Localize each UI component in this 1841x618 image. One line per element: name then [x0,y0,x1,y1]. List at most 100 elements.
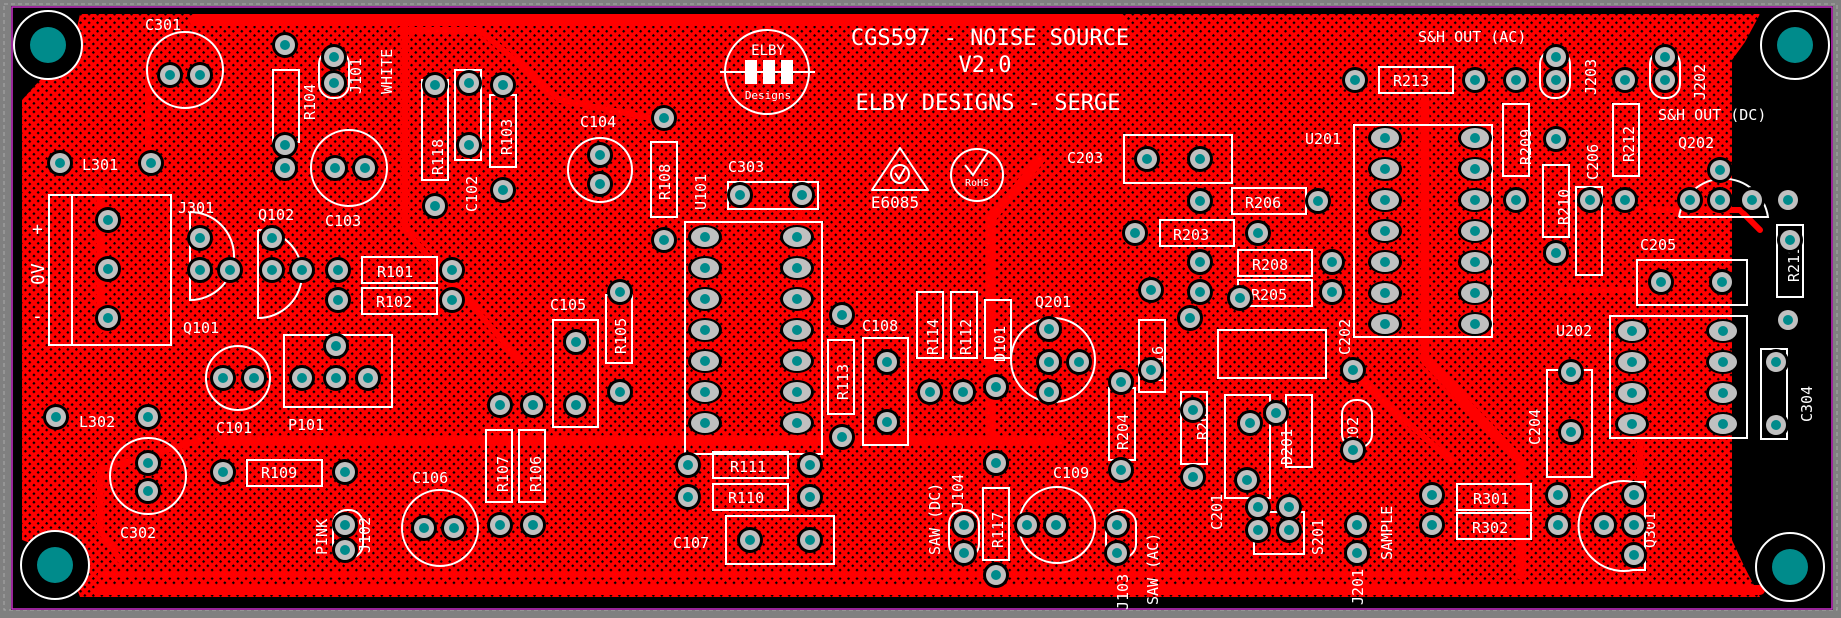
ic-pin-pad [1458,250,1492,274]
ref-label: R111 [730,458,766,476]
through-hole-pad [1305,188,1331,214]
ic-pin-pad [1458,126,1492,150]
through-hole-pad [1245,220,1271,246]
ref-label: R104 [301,84,319,120]
through-hole-pad [332,459,358,485]
through-hole-pad [983,450,1009,476]
through-hole-pad [1707,187,1733,213]
ref-label: C206 [1584,144,1602,180]
rohs-text: RoHS [965,178,989,189]
through-hole-pad [563,392,589,418]
through-hole-pad [651,227,677,253]
through-hole-pad [1276,517,1302,543]
through-hole-pad [950,379,976,405]
ref-label: R213 [1393,72,1429,90]
ic-pin-pad [1368,126,1402,150]
through-hole-pad [1234,467,1260,493]
ic-pin-pad [1368,188,1402,212]
through-hole-pad [1340,357,1366,383]
ref-label: D101 [991,326,1009,362]
through-hole-pad [951,540,977,566]
ref-label: U202 [1556,322,1592,340]
ref-label: R301 [1473,490,1509,508]
ic-pin-pad [780,225,814,249]
through-hole-pad [241,365,267,391]
through-hole-pad [1652,44,1678,70]
through-hole-pad [587,171,613,197]
through-hole-pad [1543,240,1569,266]
through-hole-pad [1319,249,1345,275]
board-version: V2.0 [959,53,1012,78]
rcm-compliance-icon [871,147,929,191]
through-hole-pad [95,207,121,233]
through-hole-pad [1739,187,1765,213]
through-hole-pad [1104,540,1130,566]
through-hole-pad [587,142,613,168]
through-hole-pad [1763,412,1789,438]
through-hole-pad [1245,517,1271,543]
through-hole-pad [1319,279,1345,305]
through-hole-pad [1777,227,1803,253]
through-hole-pad [1036,379,1062,405]
ic-pin-pad [1458,219,1492,243]
through-hole-pad [1187,249,1213,275]
ref-label: C205 [1640,236,1676,254]
through-hole-pad [1227,285,1253,311]
through-hole-pad [874,409,900,435]
through-hole-pad [332,512,358,538]
through-hole-pad [1612,187,1638,213]
ref-label: J201 [1349,569,1367,605]
ref-label: J301 [178,199,214,217]
through-hole-pad [321,70,347,96]
through-hole-pad [1648,269,1674,295]
through-hole-pad [1709,269,1735,295]
board-title: CGS597 - NOISE SOURCE [851,26,1129,51]
ic-pin-pad [1458,157,1492,181]
ref-label: R105 [612,318,630,354]
through-hole-pad [1545,482,1571,508]
through-hole-pad [1177,305,1203,331]
through-hole-pad [797,484,823,510]
ic-pin-pad [688,380,722,404]
through-hole-pad [135,404,161,430]
through-hole-pad [829,302,855,328]
ic-pin-pad [780,411,814,435]
through-hole-pad [1187,188,1213,214]
ic-pin-pad [1615,381,1649,405]
through-hole-pad [187,257,213,283]
ref-label: R208 [1252,256,1288,274]
ref-label: R209 [1517,129,1535,165]
through-hole-pad [157,62,183,88]
ref-label: R102 [376,293,412,311]
through-hole-pad [138,150,164,176]
through-hole-pad [1263,400,1289,426]
compliance-code: E6085 [871,193,919,212]
pads-layer [43,32,1803,588]
ref-label: J103 [1114,574,1132,610]
through-hole-pad [187,225,213,251]
through-hole-pad [1677,187,1703,213]
through-hole-pad [422,72,448,98]
through-hole-pad [272,155,298,181]
through-hole-pad [675,484,701,510]
ic-pin-pad [688,318,722,342]
through-hole-pad [1621,482,1647,508]
through-hole-pad [355,365,381,391]
through-hole-pad [1612,67,1638,93]
power-minus-label: - [32,306,43,327]
ref-label: C109 [1053,464,1089,482]
through-hole-pad [797,452,823,478]
through-hole-pad [259,225,285,251]
ref-label: C107 [673,534,709,552]
through-hole-pad [352,155,378,181]
through-hole-pad [1134,146,1160,172]
ref-label: C103 [325,212,361,230]
through-hole-pad [1543,44,1569,70]
label-sh-out-ac: S&H OUT (AC) [1418,28,1526,46]
through-hole-pad [422,193,448,219]
ref-label: R118 [429,139,447,175]
ref-label: C106 [412,469,448,487]
label-pink: PINK [313,519,331,555]
